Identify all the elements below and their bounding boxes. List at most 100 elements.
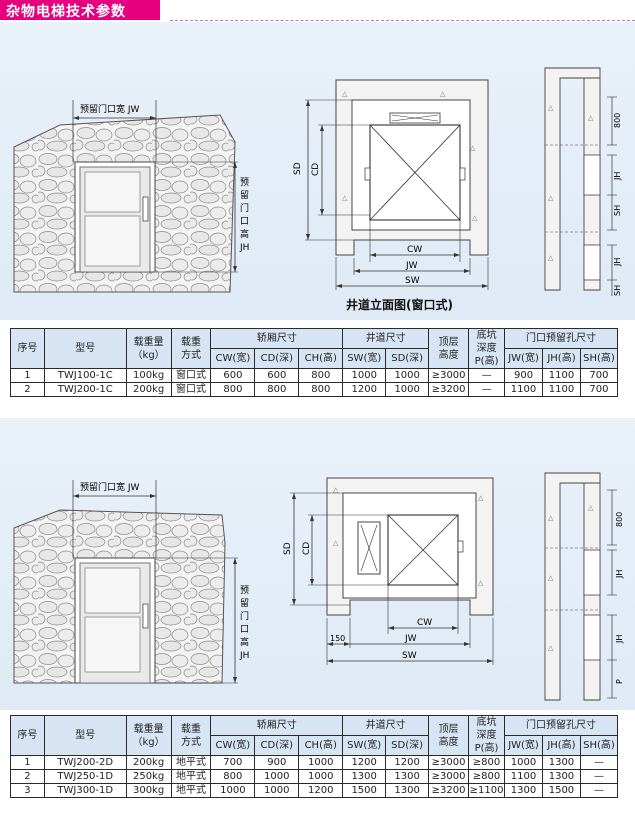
car-width-label: CW bbox=[407, 245, 422, 255]
header-ch: CH(高) bbox=[298, 735, 344, 756]
table-cell: 1300 bbox=[342, 769, 387, 784]
svg-text:△: △ bbox=[548, 194, 554, 202]
table-cell: 800 bbox=[254, 382, 300, 397]
car-width-label-2: CW bbox=[417, 618, 432, 628]
header-pit-1: 底坑 bbox=[476, 717, 497, 728]
header-car: 轿厢尺寸 bbox=[210, 715, 344, 736]
svg-text:△: △ bbox=[548, 104, 554, 112]
table-cell: — bbox=[579, 783, 619, 798]
header-seq: 序号 bbox=[10, 715, 45, 756]
header-load: 载重量（kg） bbox=[125, 328, 172, 369]
table-cell: — bbox=[468, 382, 506, 397]
header-method: 载重方式 bbox=[170, 715, 212, 756]
header-sh: SH(高) bbox=[579, 735, 619, 756]
car-depth-label: CD bbox=[311, 163, 321, 176]
header-cd: CD(深) bbox=[254, 735, 300, 756]
door-elevation-diagram-2: 预留门口宽 JW 预 留 门 口 高 JH bbox=[13, 480, 249, 684]
table-cell: 1300 bbox=[541, 769, 581, 784]
header-cw: CW(宽) bbox=[210, 348, 256, 369]
svg-text:△: △ bbox=[478, 579, 484, 587]
table-cell: 1000 bbox=[298, 755, 344, 770]
header-model: 型号 bbox=[43, 715, 127, 756]
diagram-caption: 井道立面图(窗口式) bbox=[346, 298, 453, 312]
table-cell: 地平式 bbox=[170, 755, 212, 770]
table-cell: 1100 bbox=[504, 382, 543, 397]
svg-text:△: △ bbox=[333, 486, 339, 494]
table-cell: 800 bbox=[210, 769, 256, 784]
door-height2-label-2: 门 bbox=[240, 610, 249, 622]
table-cell: ≥3000 bbox=[428, 755, 470, 770]
header-divider bbox=[170, 0, 635, 21]
table-cell: 地平式 bbox=[170, 769, 212, 784]
table-cell: 1300 bbox=[504, 783, 543, 798]
header-shaft: 井道尺寸 bbox=[342, 715, 430, 736]
svg-text:△: △ bbox=[548, 514, 554, 522]
shaft-width-label: SW bbox=[405, 276, 420, 286]
door-height2-label-5: JH bbox=[239, 651, 249, 661]
door-height2-label-0: 预 bbox=[240, 585, 249, 596]
table-cell: 1200 bbox=[342, 755, 387, 770]
header-sw: SW(宽) bbox=[342, 735, 387, 756]
section-sh-label: SH bbox=[613, 205, 622, 216]
table-cell: 1100 bbox=[504, 769, 543, 784]
door-height2-label-1: 留 bbox=[240, 597, 249, 609]
section-header: 杂物电梯技术参数 bbox=[0, 0, 160, 20]
section-jh-label: JH bbox=[613, 172, 622, 181]
door-height-label-2: 门 bbox=[240, 202, 249, 214]
table-cell: 1 bbox=[10, 755, 45, 770]
table-cell: 900 bbox=[504, 368, 543, 383]
header-load-unit: （kg） bbox=[132, 736, 165, 748]
door-width-label: 预留门口宽 JW bbox=[80, 103, 140, 115]
table-cell: ≥800 bbox=[468, 755, 506, 770]
header-top-2: 高度 bbox=[438, 349, 459, 361]
header-top-1: 顶层 bbox=[438, 336, 459, 348]
section-sh2-label: SH bbox=[613, 285, 622, 296]
header-jh: JH(高) bbox=[541, 735, 581, 756]
section-title: 杂物电梯技术参数 bbox=[6, 4, 126, 20]
svg-text:△: △ bbox=[548, 254, 554, 262]
table-cell: 2 bbox=[10, 769, 45, 784]
table-cell: 1 bbox=[10, 368, 45, 383]
table-cell: 窗口式 bbox=[170, 368, 212, 383]
table-cell: 300kg bbox=[125, 783, 172, 798]
header-load-unit: （kg） bbox=[132, 349, 165, 361]
header-door: 门口预留孔尺寸 bbox=[504, 715, 618, 736]
header-load-text: 载重量 bbox=[133, 723, 164, 735]
header-cd: CD(深) bbox=[254, 348, 300, 369]
table-cell: 1000 bbox=[385, 382, 430, 397]
door-height-label-1: 留 bbox=[240, 189, 249, 201]
shaft-depth-label-2: SD bbox=[283, 542, 293, 555]
table-cell: 900 bbox=[254, 755, 300, 770]
dim-150-label: 150 bbox=[330, 634, 345, 643]
table-cell: 1300 bbox=[541, 755, 581, 770]
header-door: 门口预留孔尺寸 bbox=[504, 328, 618, 349]
section2-p-label: P bbox=[615, 679, 624, 684]
table-cell: 窗口式 bbox=[170, 382, 212, 397]
table-cell: 1200 bbox=[385, 755, 430, 770]
header-pit-3: P(高) bbox=[474, 743, 499, 754]
table-cell: ≥1100 bbox=[468, 783, 506, 798]
door-height-label-0: 预 bbox=[240, 177, 249, 188]
header-jw: JW(宽) bbox=[504, 348, 543, 369]
header-sh: SH(高) bbox=[579, 348, 619, 369]
table-cell: 1200 bbox=[342, 382, 387, 397]
table-cell: ≥3000 bbox=[428, 769, 470, 784]
table-cell: 地平式 bbox=[170, 783, 212, 798]
svg-text:△: △ bbox=[440, 90, 446, 98]
header-cw: CW(宽) bbox=[210, 735, 256, 756]
table-cell: 200kg bbox=[125, 755, 172, 770]
door-height2-label-3: 口 bbox=[240, 625, 249, 635]
header-method-2: 方式 bbox=[181, 349, 201, 361]
header-sw: SW(宽) bbox=[342, 348, 387, 369]
table-cell: ≥3200 bbox=[428, 783, 470, 798]
header-model: 型号 bbox=[43, 328, 127, 369]
svg-text:△: △ bbox=[548, 644, 554, 652]
table-cell: 1200 bbox=[298, 783, 344, 798]
door-height2-label-4: 高 bbox=[240, 636, 249, 648]
header-pit-1: 底坑 bbox=[476, 330, 497, 341]
